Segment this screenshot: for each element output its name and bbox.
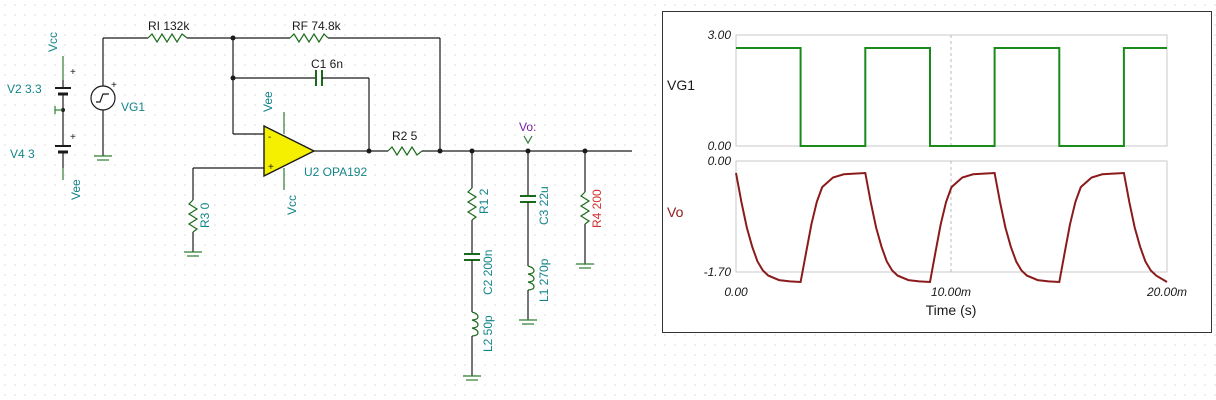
l1-inductor-icon[interactable] (527, 265, 535, 291)
r2-label: R2 5 (392, 129, 418, 143)
vg1-ytick-bottom: 0.00 (708, 139, 732, 153)
ri-resistor-icon[interactable] (147, 32, 188, 44)
vcc-top-label: Vcc (46, 32, 60, 52)
u2-label: U2 OPA192 (304, 165, 367, 179)
c2-capacitor-icon[interactable] (464, 253, 480, 261)
xtick-1: 10.00m (931, 285, 971, 299)
l1-ground-icon (519, 319, 537, 325)
rf-resistor-icon[interactable] (289, 32, 329, 44)
vg1-plus-sign: + (111, 80, 117, 91)
l2-ground-icon (463, 375, 481, 381)
c2-label: C2 200n (481, 250, 495, 295)
opamp-plus-sign: + (268, 162, 274, 173)
circuit-schematic: Vcc + V2 3.3 + V4 3 Vee + VG1 RI 132k RF… (7, 19, 632, 381)
c3-label: C3 22u (537, 186, 551, 225)
l2-inductor-icon[interactable] (471, 311, 479, 337)
r2-resistor-icon[interactable] (387, 145, 423, 157)
vee-bottom-label: Vee (69, 179, 83, 200)
xtick-0: 0.00 (724, 285, 748, 299)
vo-ylabel: Vo (667, 204, 684, 220)
v4-plus-sign: + (70, 132, 76, 143)
vo-ytick-top: 0.00 (708, 154, 732, 168)
vg1-ylabel: VG1 (667, 77, 695, 93)
r4-label: R4 200 (590, 189, 604, 228)
v2-plus-sign: + (70, 67, 76, 78)
r4-resistor-icon[interactable] (579, 191, 591, 225)
vo-series-line (735, 171, 1168, 284)
ri-label: RI 132k (148, 19, 190, 33)
r3-ground-icon (184, 251, 202, 257)
vg1-ytick-top: 3.00 (708, 28, 732, 42)
c1-label: C1 6n (311, 57, 343, 71)
r1-resistor-icon[interactable] (466, 187, 478, 221)
r4-ground-icon (576, 263, 594, 269)
xtick-2: 20.00m (1146, 285, 1187, 299)
opamp-minus-sign: - (268, 132, 271, 143)
opamp-vee-label: Vee (261, 91, 275, 112)
vo-probe-icon[interactable] (523, 135, 533, 145)
x-axis-label: Time (s) (926, 302, 977, 318)
v4-label: V4 3 (10, 147, 35, 161)
c1-capacitor-icon[interactable] (315, 70, 323, 86)
u2-opamp-icon[interactable] (263, 124, 316, 178)
vo-ytick-bottom: -1.70 (704, 265, 732, 279)
waveform-plots: 3.00 0.00 VG1 0.00 -1.70 Vo 0.00 10.00m … (667, 28, 1187, 318)
vg1-ground-icon (94, 155, 112, 161)
l2-label: L2 50p (481, 315, 495, 352)
c3-capacitor-icon[interactable] (520, 195, 536, 203)
opamp-output-junction (366, 148, 372, 154)
vg1-series-line (736, 47, 1167, 147)
r1-label: R1 2 (477, 188, 491, 214)
v4-battery-icon[interactable] (55, 110, 71, 168)
opamp-vcc-label: Vcc (285, 195, 299, 215)
vg1-label: VG1 (121, 100, 145, 114)
v2-battery-icon[interactable] (55, 80, 71, 110)
v2-label: V2 3.3 (7, 82, 42, 96)
r3-resistor-icon[interactable] (187, 199, 199, 233)
rf-label: RF 74.8k (292, 19, 342, 33)
vo-probe-label: Vo: (519, 120, 536, 134)
oscilloscope-panel: 3.00 0.00 VG1 0.00 -1.70 Vo 0.00 10.00m … (662, 11, 1212, 333)
l1-label: L1 270p (537, 258, 551, 302)
r3-label: R3 0 (198, 202, 212, 228)
